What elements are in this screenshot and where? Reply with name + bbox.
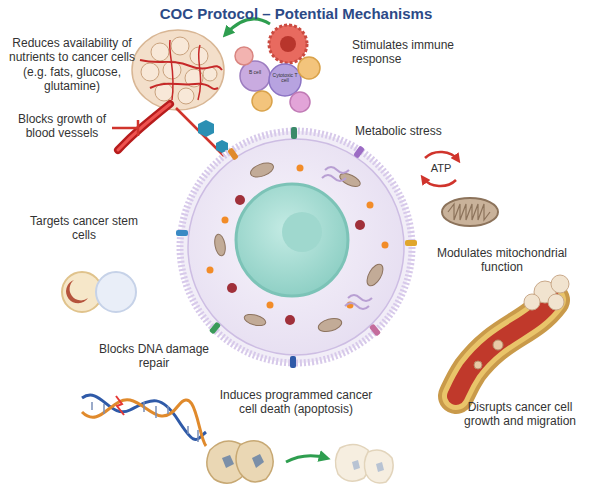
migrating-cancer-cell [524, 294, 540, 310]
mechanism-caption: Disrupts cancer cell growth and migratio… [448, 400, 592, 429]
inhibition-line [112, 127, 138, 130]
vesicle [222, 217, 229, 224]
t-cell [269, 64, 301, 96]
circulating-cancer-cell [493, 340, 503, 350]
nucleolus [282, 212, 322, 252]
mechanism-caption: Modulates mitochondrial function [422, 246, 582, 275]
tumour-mass [132, 30, 224, 110]
vessel-wall-inner [456, 300, 552, 396]
membrane-receptor [176, 230, 188, 236]
immune-cell [290, 92, 310, 112]
lysosome [355, 220, 365, 230]
apoptotic-cell [236, 441, 273, 482]
tumour-vessel [170, 40, 173, 100]
membrane-receptor [290, 356, 296, 368]
tumour-vessel [140, 60, 222, 70]
dna-damage-mark [116, 396, 124, 415]
golgi [345, 295, 372, 309]
immune-cell [235, 47, 253, 65]
cancer-cell-membrane [180, 131, 412, 363]
immune-nucleus [280, 36, 296, 52]
lysosome [227, 283, 237, 293]
cell-fragment [252, 454, 264, 468]
tumour-cell [141, 63, 159, 81]
atp-cycle-arrow [423, 178, 456, 186]
vesicle [382, 242, 389, 249]
vesicle [367, 202, 374, 209]
vesicle [267, 302, 274, 309]
membrane-receptor [369, 323, 381, 336]
tumour-vessel [198, 45, 201, 100]
tumour-cell [171, 37, 189, 55]
mitochondrion-icon [442, 198, 498, 226]
mechanism-caption: Blocks DNA damage repair [98, 342, 210, 371]
mechanism-caption: Induces programmed cancer cell death (ap… [212, 388, 380, 417]
stem-cell-nucleus [66, 280, 88, 303]
membrane-receptor [405, 240, 417, 246]
cancer-cell-cytoplasm [188, 139, 404, 355]
membrane-receptor [227, 147, 239, 160]
mechanism-caption: Blocks growth of blood vessels [12, 112, 112, 141]
cell-nucleus [236, 184, 348, 296]
atp-cycle-arrow [425, 152, 458, 160]
endoplasmic-reticulum [322, 167, 349, 181]
vesicle [297, 165, 304, 172]
lysosome [285, 315, 295, 325]
mechanism-caption: Stimulates immune response [352, 38, 482, 67]
vesicle [207, 267, 214, 274]
diagram-title: COC Protocol – Potential Mechanisms [0, 5, 592, 22]
mechanism-caption: Reduces availability of nutrients to can… [2, 36, 142, 94]
tumour-cell [151, 43, 169, 61]
cell-fragment [376, 462, 384, 472]
cell-fragment [222, 455, 234, 468]
migrating-cancer-cell [548, 294, 564, 310]
dna-base-pairs [92, 402, 198, 442]
tumour-cell [178, 88, 194, 104]
membrane-receptor [209, 321, 221, 334]
immune-cell [252, 91, 272, 111]
nutrient-molecule [198, 120, 214, 137]
membrane-receptor [291, 127, 297, 139]
circulating-cancer-cell [474, 361, 482, 369]
immune-cell [298, 57, 320, 79]
migrating-cancer-cell [551, 275, 569, 293]
cell-name: B cell [242, 70, 268, 75]
cell-fragment [352, 460, 360, 470]
vessel-wall [456, 300, 552, 396]
tumour-vessel [150, 84, 218, 89]
atp-symbol: ATP [422, 162, 460, 175]
stem-cell [96, 272, 136, 312]
mitochondrion [249, 160, 276, 179]
mitochondrion-cristae [448, 204, 490, 220]
dying-cell [364, 450, 393, 483]
mechanism-caption: Targets cancer stem cells [28, 214, 140, 243]
immune-cell [269, 25, 307, 63]
mechanism-caption: Metabolic stress [355, 124, 485, 138]
cell-name: Cytotoxic T cell [271, 73, 299, 83]
mitochondrion [364, 262, 386, 289]
lysosome [235, 195, 245, 205]
inhibition-bar [137, 120, 140, 136]
process-arrow [286, 456, 326, 462]
membrane-receptor [353, 145, 365, 158]
mitochondrion [317, 316, 343, 334]
vessel-lumen [456, 300, 552, 396]
mitochondrion [213, 233, 227, 256]
mitochondrion [243, 312, 267, 327]
dna-strand [82, 400, 206, 446]
